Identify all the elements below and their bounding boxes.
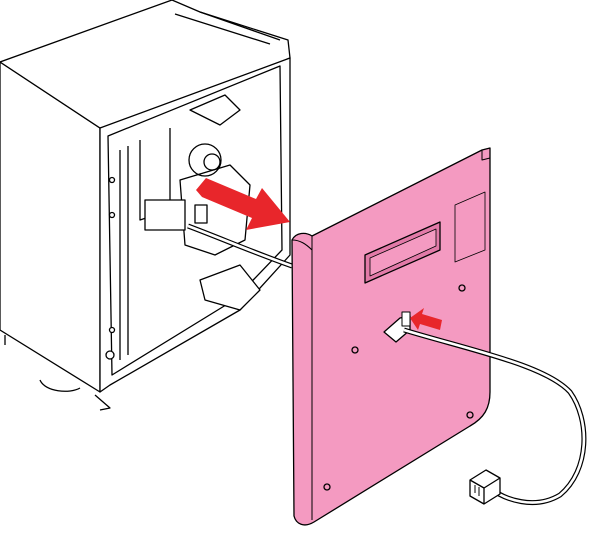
printer-body <box>0 0 291 411</box>
side-panel <box>291 147 491 526</box>
cable-arrow <box>410 308 442 330</box>
cable-upper <box>187 223 293 269</box>
cable <box>403 327 587 506</box>
removal-arrow <box>196 178 290 230</box>
connector <box>469 469 501 505</box>
